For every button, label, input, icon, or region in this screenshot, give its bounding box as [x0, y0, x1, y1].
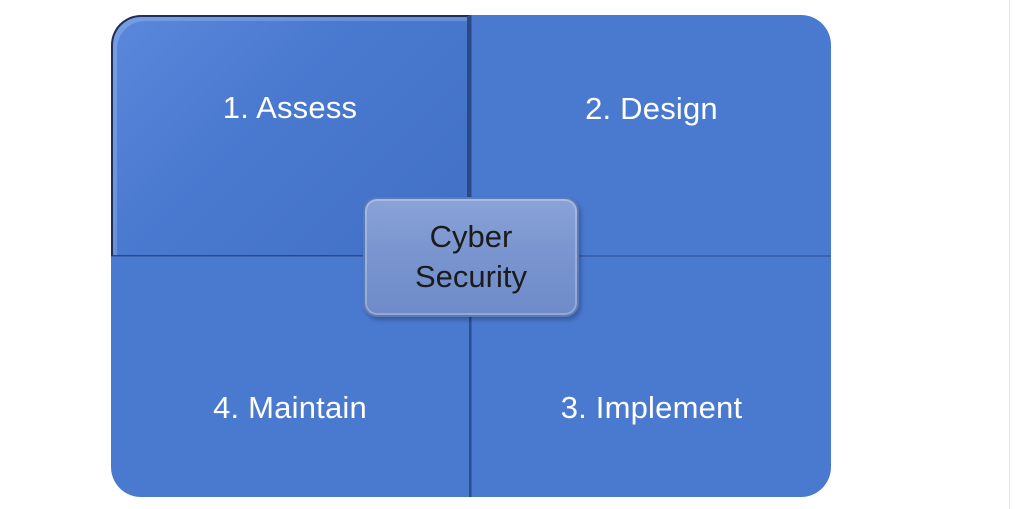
quadrant-assess: 1. Assess [111, 15, 471, 259]
quadrant-assess-label: 1. Assess [222, 90, 358, 125]
quadrant-design-label: 2. Design [585, 91, 718, 126]
quadrant-maintain-label: 4. Maintain [213, 390, 367, 425]
center-cyber-security-box: Cyber Security [363, 197, 579, 317]
page-edge-divider [1009, 0, 1010, 509]
center-label: Cyber Security [415, 219, 527, 294]
cyber-security-cycle-diagram: 1. Assess 2. Design 4. Maintain 3. Imple… [111, 15, 831, 497]
quadrant-implement-label: 3. Implement [560, 390, 743, 425]
quadrant-design: 2. Design [471, 15, 831, 256]
